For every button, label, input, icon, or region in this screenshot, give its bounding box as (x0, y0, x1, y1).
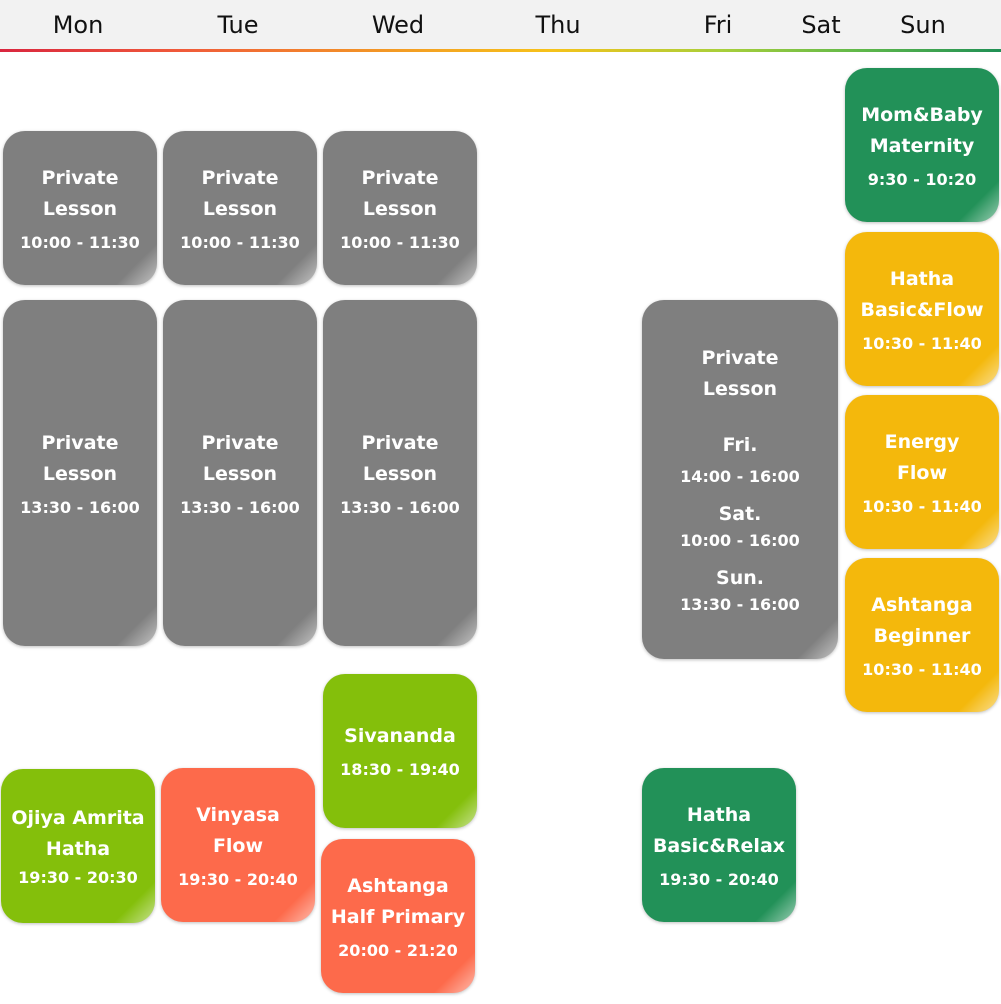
class-time-fri: 14:00 - 16:00 (680, 467, 800, 486)
class-time: 18:30 - 19:40 (340, 760, 460, 779)
class-title: Energy (884, 430, 960, 453)
class-subtitle: Lesson (202, 197, 278, 220)
class-subtitle: Lesson (202, 462, 278, 485)
class-time: 19:30 - 20:40 (659, 869, 779, 889)
class-subtitle: Lesson (362, 462, 438, 485)
class-time: 10:00 - 11:30 (180, 232, 300, 252)
class-card-sun-ashtanga[interactable]: Ashtanga Beginner 10:30 - 11:40 (845, 558, 999, 712)
class-subtitle: Flow (212, 834, 264, 857)
class-card-weekend-private[interactable]: Private Lesson Fri. 14:00 - 16:00 Sat. 1… (642, 300, 838, 659)
day-sun: Sun (900, 11, 946, 39)
class-card-fri-hatha-relax[interactable]: Hatha Basic&Relax 19:30 - 20:40 (642, 768, 796, 922)
class-card-wed-sivananda[interactable]: Sivananda 18:30 - 19:40 (323, 674, 477, 828)
class-subtitle: Maternity (869, 134, 975, 157)
class-time: 19:30 - 20:30 (18, 868, 138, 887)
day-thu: Thu (535, 11, 581, 39)
class-subtitle: Half Primary (330, 905, 466, 928)
class-subtitle: Beginner (873, 624, 971, 647)
day-label-sat: Sat. (718, 503, 762, 525)
day-sat: Sat (801, 11, 841, 39)
class-title: Private (41, 166, 119, 189)
class-card-tue-private-afternoon[interactable]: Private Lesson 13:30 - 16:00 (163, 300, 317, 646)
class-title: Ojiya Amrita (11, 807, 145, 829)
class-card-wed-ashtanga-half[interactable]: Ashtanga Half Primary 20:00 - 21:20 (321, 839, 475, 993)
class-title: Private (201, 166, 279, 189)
class-card-tue-private-morning[interactable]: Private Lesson 10:00 - 11:30 (163, 131, 317, 285)
class-title: Ashtanga (347, 874, 449, 897)
day-fri: Fri (703, 11, 733, 39)
day-wed: Wed (371, 11, 425, 39)
class-time-sat: 10:00 - 16:00 (680, 531, 800, 550)
class-title: Private (701, 347, 779, 369)
class-time: 19:30 - 20:40 (178, 869, 298, 889)
class-subtitle: Lesson (702, 378, 778, 400)
class-time: 13:30 - 16:00 (340, 497, 460, 517)
header-gradient-bar (0, 49, 1001, 52)
class-subtitle: Basic&Flow (860, 298, 984, 321)
class-title: Private (361, 166, 439, 189)
class-time: 13:30 - 16:00 (180, 497, 300, 517)
day-mon: Mon (52, 11, 104, 39)
class-card-wed-private-morning[interactable]: Private Lesson 10:00 - 11:30 (323, 131, 477, 285)
class-title: Hatha (889, 267, 955, 290)
class-title: Ashtanga (871, 593, 973, 616)
day-label-sun: Sun. (716, 567, 764, 589)
class-card-mon-private-morning[interactable]: Private Lesson 10:00 - 11:30 (3, 131, 157, 285)
class-subtitle: Lesson (42, 197, 118, 220)
class-title: Vinyasa (196, 803, 280, 826)
class-time: 10:00 - 11:30 (340, 232, 460, 252)
class-title: Mom&Baby (861, 103, 983, 126)
class-title: Private (361, 431, 439, 454)
day-header: Mon Tue Wed Thu Fri Sat Sun (0, 0, 1001, 49)
class-time: 10:30 - 11:40 (862, 659, 982, 679)
day-label-fri: Fri. (722, 434, 758, 456)
class-time: 20:00 - 21:20 (338, 940, 458, 960)
class-title: Sivananda (344, 725, 456, 747)
class-title: Private (41, 431, 119, 454)
class-title: Hatha (686, 803, 752, 826)
class-time: 10:30 - 11:40 (862, 333, 982, 353)
class-time: 10:30 - 11:40 (862, 496, 982, 516)
class-title: Private (201, 431, 279, 454)
class-time-sun: 13:30 - 16:00 (680, 595, 800, 614)
day-tue: Tue (217, 11, 259, 39)
class-subtitle: Basic&Relax (652, 834, 786, 857)
class-card-tue-vinyasa[interactable]: Vinyasa Flow 19:30 - 20:40 (161, 768, 315, 922)
class-subtitle: Lesson (362, 197, 438, 220)
class-subtitle: Flow (896, 461, 948, 484)
class-time: 10:00 - 11:30 (20, 232, 140, 252)
class-card-mon-ojiya[interactable]: Ojiya Amrita Hatha 19:30 - 20:30 (1, 769, 155, 923)
class-card-sun-energy-flow[interactable]: Energy Flow 10:30 - 11:40 (845, 395, 999, 549)
class-card-mon-private-afternoon[interactable]: Private Lesson 13:30 - 16:00 (3, 300, 157, 646)
class-card-wed-private-afternoon[interactable]: Private Lesson 13:30 - 16:00 (323, 300, 477, 646)
class-subtitle: Lesson (42, 462, 118, 485)
class-subtitle: Hatha (45, 838, 111, 860)
class-time: 13:30 - 16:00 (20, 497, 140, 517)
class-card-sun-mombaby[interactable]: Mom&Baby Maternity 9:30 - 10:20 (845, 68, 999, 222)
class-time: 9:30 - 10:20 (867, 169, 977, 189)
class-card-sun-hatha[interactable]: Hatha Basic&Flow 10:30 - 11:40 (845, 232, 999, 386)
